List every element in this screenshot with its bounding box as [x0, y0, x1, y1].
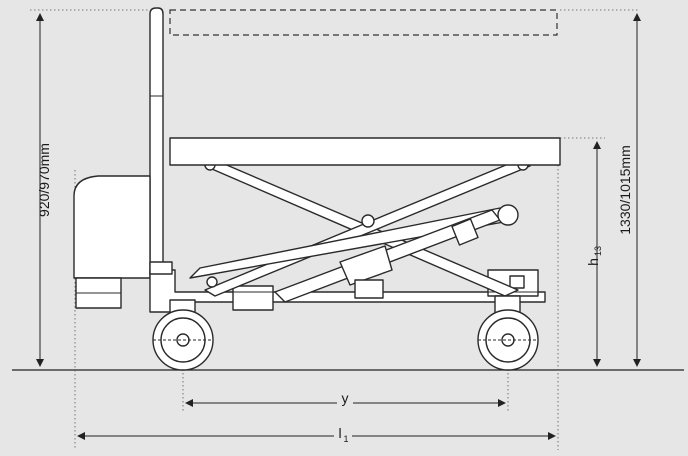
extension-lines [30, 9, 640, 450]
overall-height-dimension: 920/970mm [36, 13, 52, 367]
front-wheel [477, 295, 539, 371]
length-subscript: 1 [343, 434, 348, 444]
wheelbase-dimension: y [185, 390, 506, 408]
length-label: l [338, 425, 341, 441]
wheelbase-label: y [342, 390, 349, 406]
max-height-label: 1330/1015mm [617, 145, 633, 235]
table-height-label: h [585, 258, 601, 266]
hydraulic-cylinder [274, 204, 519, 303]
max-height-dimension: 1330/1015mm [617, 13, 641, 367]
table-height-dimension: h 13 [585, 141, 603, 367]
raised-platform-outline [169, 9, 558, 36]
table-height-subscript: 13 [593, 246, 603, 256]
length-dimension: l 1 [77, 424, 556, 444]
overall-height-label: 920/970mm [36, 143, 52, 217]
push-handle [149, 7, 164, 271]
rear-wheel [152, 299, 214, 371]
scissor-arms [189, 159, 531, 297]
table-platform [169, 137, 561, 166]
pump-housing [73, 175, 151, 309]
